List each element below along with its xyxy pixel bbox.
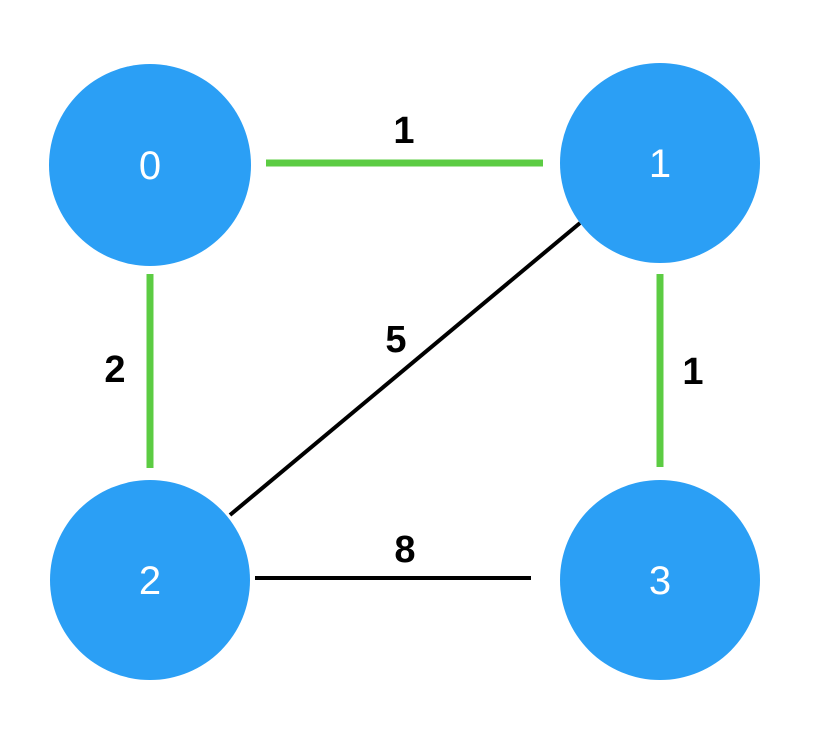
nodes-layer: 0 1 2 3 xyxy=(49,63,760,680)
node-circle-2[interactable] xyxy=(50,480,250,680)
graph-node-3[interactable]: 3 xyxy=(560,480,760,680)
graph-node-1[interactable]: 1 xyxy=(560,63,760,263)
node-circle-3[interactable] xyxy=(560,480,760,680)
edge-weight-1-3: 1 xyxy=(682,351,703,393)
node-circle-0[interactable] xyxy=(49,64,251,266)
edges-layer xyxy=(146,159,664,580)
edge-weight-1-2: 5 xyxy=(385,319,406,361)
graph-node-2[interactable]: 2 xyxy=(50,480,250,680)
graph-edge-1-2[interactable] xyxy=(228,221,582,517)
edge-labels-layer: 1 2 1 5 8 xyxy=(104,110,703,571)
node-circle-1[interactable] xyxy=(560,63,760,263)
node-label-0: 0 xyxy=(139,144,161,188)
node-label-3: 3 xyxy=(649,559,671,603)
edge-weight-0-1: 1 xyxy=(393,110,414,152)
graph-node-0[interactable]: 0 xyxy=(49,64,251,266)
edge-weight-0-2: 2 xyxy=(104,349,125,391)
node-label-1: 1 xyxy=(649,142,671,186)
edge-weight-2-3: 8 xyxy=(394,529,415,571)
node-label-2: 2 xyxy=(139,559,161,603)
